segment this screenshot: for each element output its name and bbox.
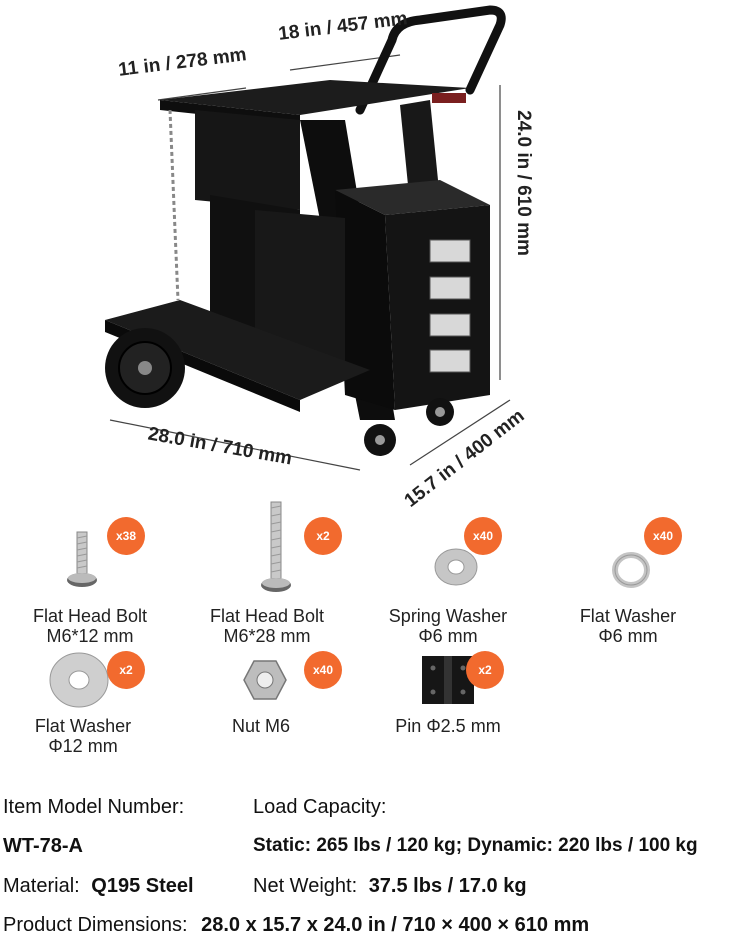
load-capacity-label: Load Capacity: [253,796,387,818]
quantity-badge: x2 [304,517,342,555]
large-washer-icon [49,652,109,708]
hinge-pin-icon [422,656,474,704]
weight-value: 37.5 lbs / 17.0 kg [368,875,527,897]
short-bolt-icon [67,531,97,587]
quantity-badge: x40 [304,651,342,689]
weight-row: Net Weight: 37.5 lbs / 17.0 kg [253,875,527,898]
quantity-badge: x2 [107,651,145,689]
quantity-badge: x2 [466,651,504,689]
part-label: Pin Φ2.5 mm [395,716,501,736]
weight-label: Net Weight: [253,875,358,897]
long-bolt-icon [261,501,291,592]
model-number-label: Item Model Number: [3,796,185,818]
product-dimensions-value: 28.0 x 15.7 x 24.0 in / 710 × 400 × 610 … [201,914,590,936]
spring-washer-icon [434,548,478,586]
hex-nut-icon [243,660,287,700]
quantity-badge: x40 [644,517,682,555]
quantity-badge: x40 [464,517,502,555]
model-number-value: WT-78-A [3,835,83,857]
material-row: Material: Q195 Steel [3,875,194,898]
dimension-height: 24.0 in / 610 mm [512,110,534,256]
welding-cart-image [105,5,511,471]
small-washer-icon [612,552,650,588]
part-label: Nut M6 [231,716,291,736]
product-dimensions-label: Product Dimensions: [3,914,188,936]
product-dimensions-row: Product Dimensions: 28.0 x 15.7 x 24.0 i… [3,914,589,937]
load-capacity-value: Static: 265 lbs / 120 kg; Dynamic: 220 l… [253,835,698,856]
material-label: Material: [3,875,80,897]
quantity-badge: x38 [107,517,145,555]
material-value: Q195 Steel [91,875,194,897]
